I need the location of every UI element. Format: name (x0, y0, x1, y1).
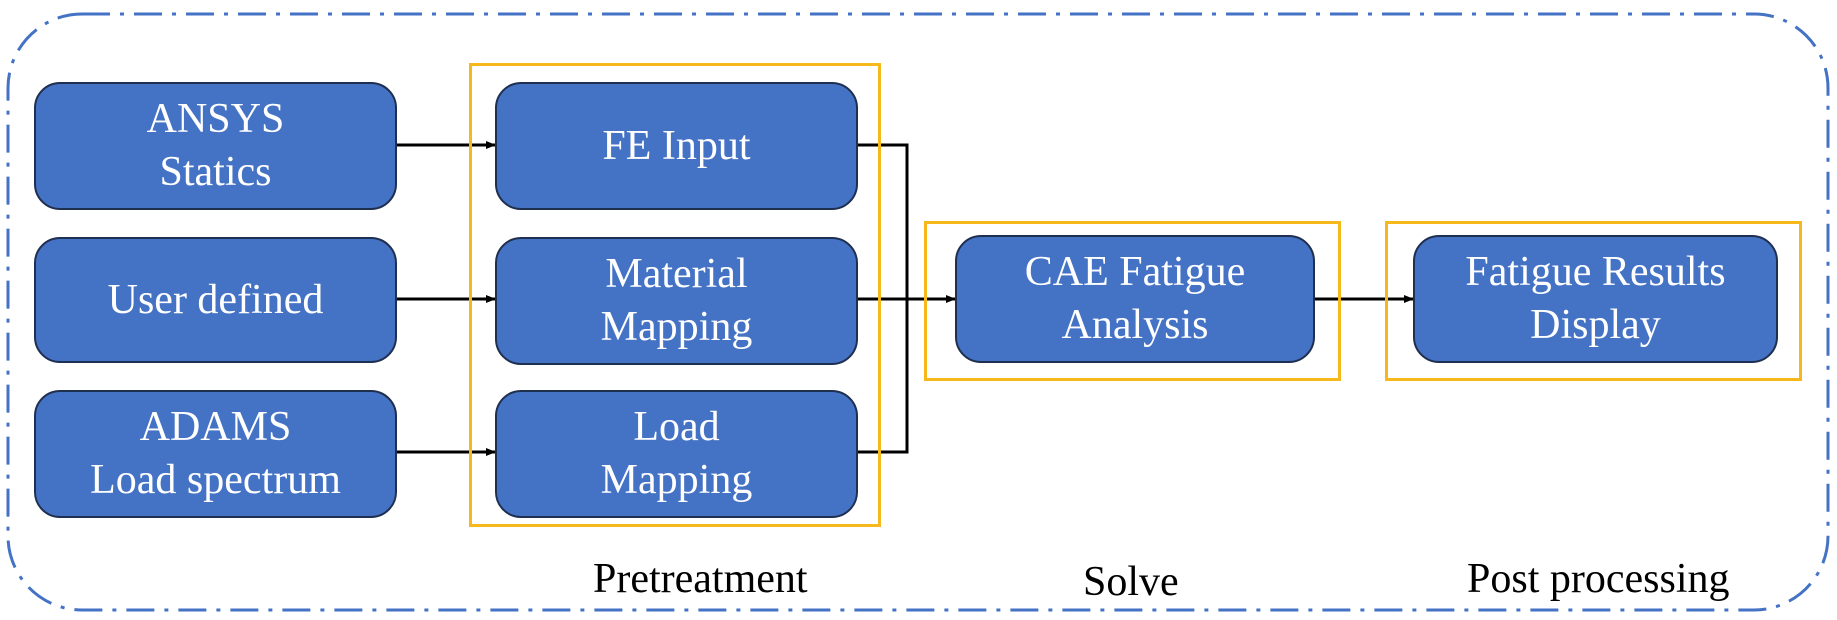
node-load-mapping: Load Mapping (495, 390, 858, 518)
node-fe-input: FE Input (495, 82, 858, 210)
node-user-defined: User defined (34, 237, 397, 363)
outer-boundary (6, 12, 1830, 612)
stage-label-post-processing: Post processing (1467, 556, 1730, 602)
node-adams-load-spectrum: ADAMS Load spectrum (34, 390, 397, 518)
node-ansys-statics: ANSYS Statics (34, 82, 397, 210)
node-fatigue-results-display: Fatigue Results Display (1413, 235, 1778, 363)
node-material-mapping: Material Mapping (495, 237, 858, 365)
node-cae-fatigue-analysis: CAE Fatigue Analysis (955, 235, 1315, 363)
stage-label-solve: Solve (1083, 559, 1179, 605)
connectors (397, 141, 1414, 456)
group-post-processing (1385, 221, 1802, 381)
group-pretreatment (469, 63, 881, 527)
stage-label-pretreatment: Pretreatment (593, 556, 808, 602)
group-solve (924, 221, 1341, 381)
